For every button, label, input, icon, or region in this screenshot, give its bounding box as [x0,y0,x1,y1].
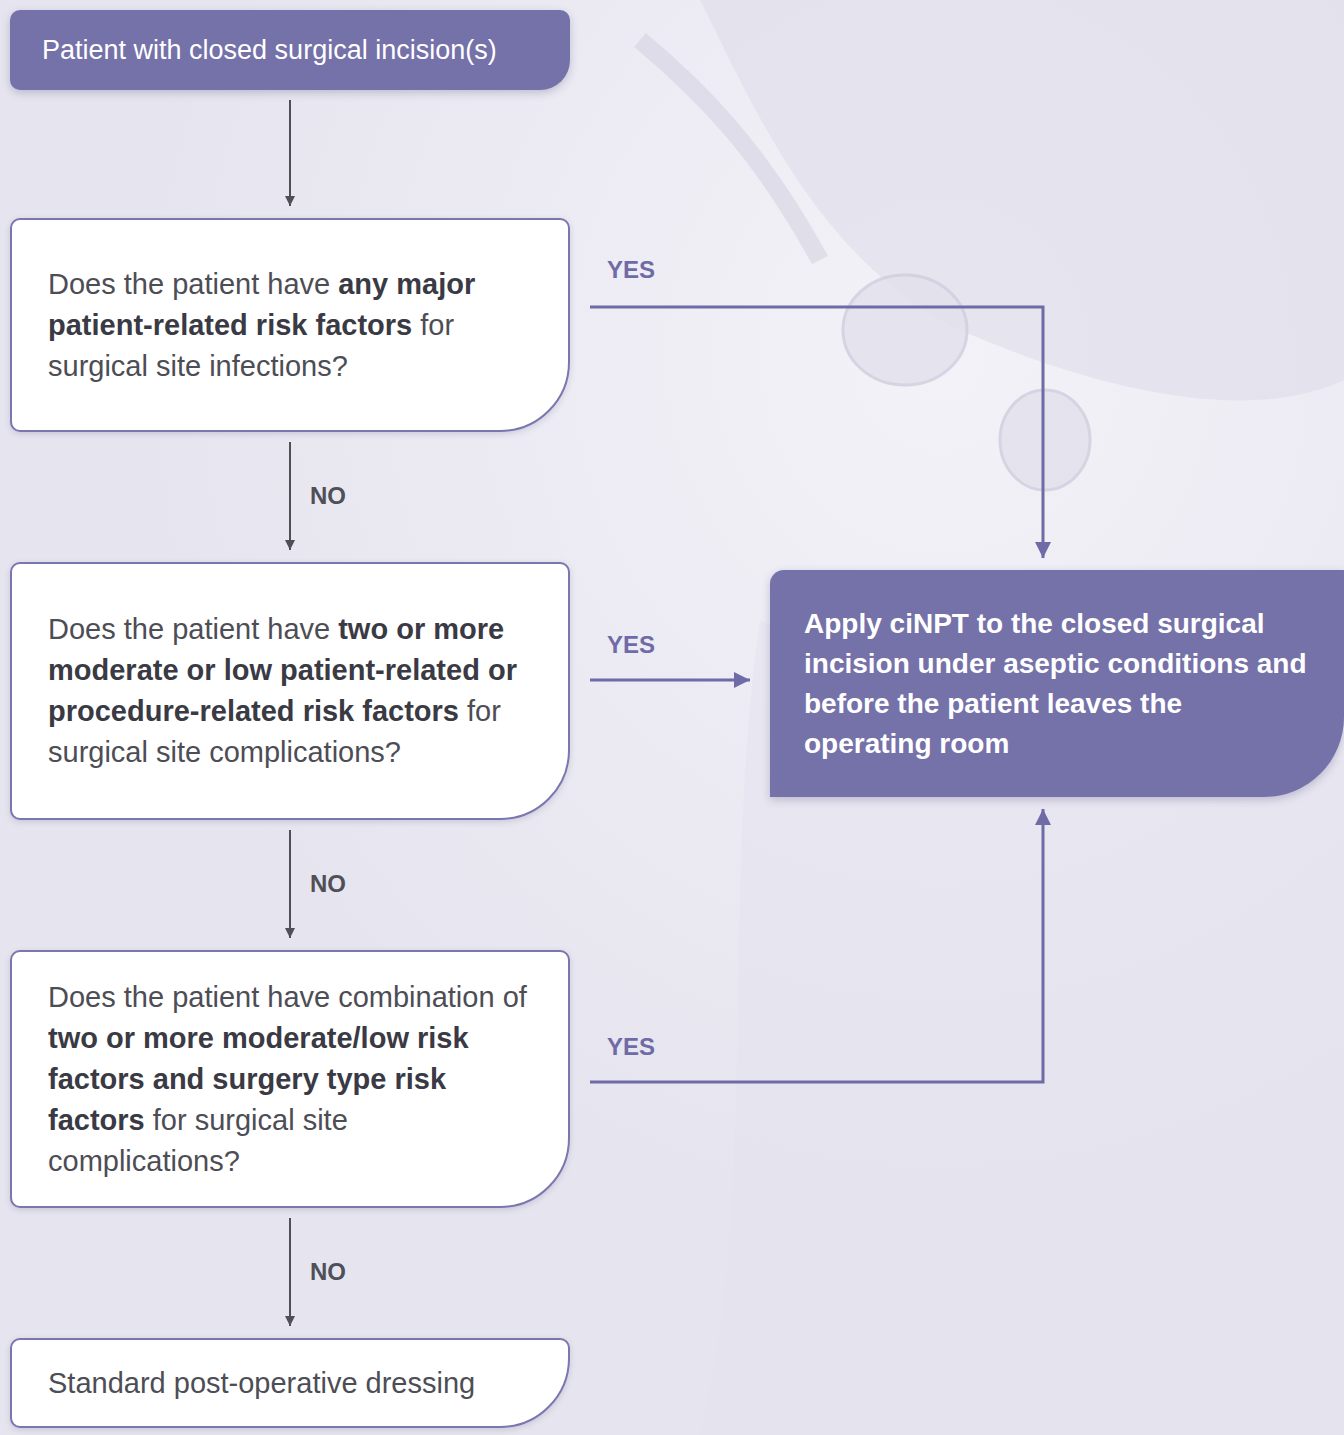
no-arrow [289,1218,291,1326]
node-text: Apply ciNPT to the closed surgical incis… [804,604,1310,764]
edge-label: YES [607,630,655,660]
plain-phrase: Does the patient have [48,268,338,300]
plain-phrase: Patient with closed surgical incision(s) [42,35,497,65]
edge-label: NO [310,1257,346,1287]
no-arrow [289,100,291,206]
no-arrow [289,830,291,938]
plain-phrase: Does the patient have combination of [48,981,535,1013]
edge-label: NO [310,481,346,511]
question-box: Does the patient have combination of two… [10,950,570,1208]
yes-arrow [590,809,1043,1082]
question-box: Does the patient have any major patient-… [10,218,570,432]
loupe-lens [843,275,967,385]
node-text: Does the patient have two or more modera… [48,609,532,773]
question-box: Does the patient have two or more modera… [10,562,570,820]
plain-phrase: Apply ciNPT to the closed surgical incis… [804,608,1314,759]
headlamp-band [640,40,820,260]
plain-phrase: Does the patient have [48,613,338,645]
node-text: Patient with closed surgical incision(s) [42,31,538,69]
plain-phrase: Standard post-operative dressing [48,1367,475,1399]
edge-label: NO [310,869,346,899]
node-text: Does the patient have any major patient-… [48,264,532,387]
edge-label: YES [607,1032,655,1062]
question-box: Standard post-operative dressing [10,1338,570,1428]
edge-label: YES [607,255,655,285]
node-text: Standard post-operative dressing [48,1363,532,1404]
no-arrow [289,442,291,550]
surgeon-head-shape [700,0,1344,400]
action-box: Apply ciNPT to the closed surgical incis… [770,570,1344,797]
node-text: Does the patient have combination of two… [48,977,532,1182]
yes-arrow [590,307,1043,558]
loupe-lens [1000,390,1090,490]
yes-arrow [590,679,750,682]
action-box: Patient with closed surgical incision(s) [10,10,570,90]
